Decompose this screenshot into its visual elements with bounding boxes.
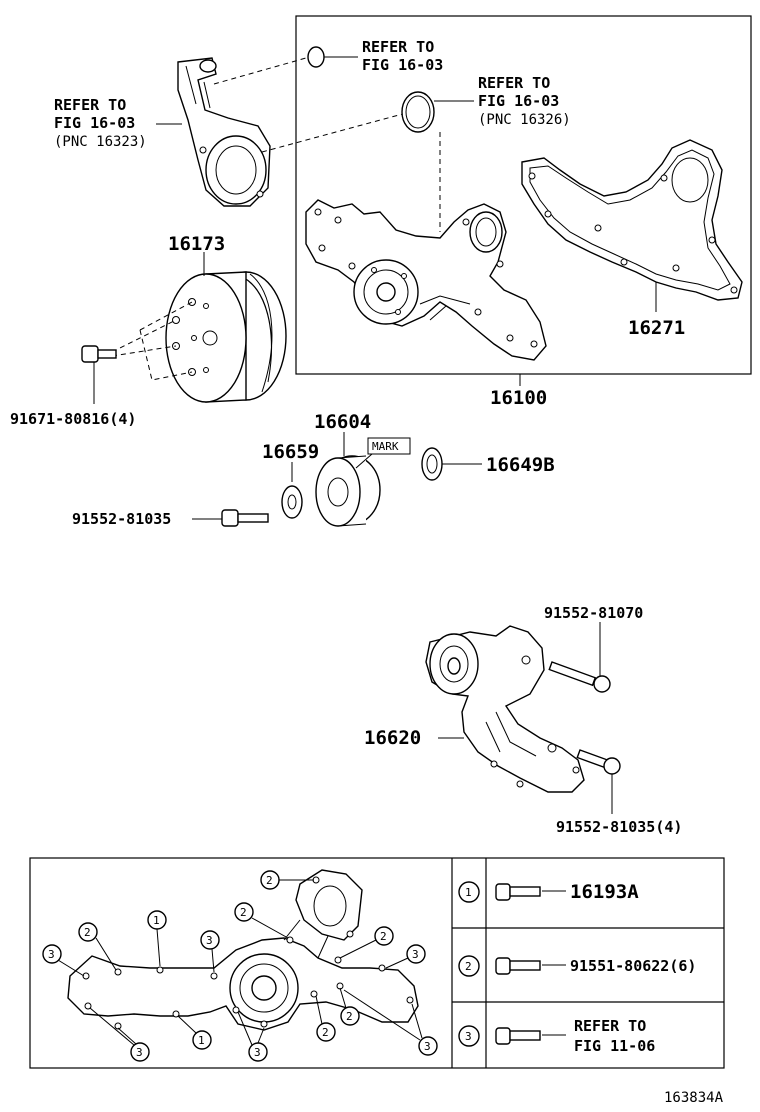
callout-1-top: 1	[147, 910, 167, 967]
refer-label-large-oring-1: REFER TO	[478, 74, 550, 92]
tensioner-bolt-top-part-number: 91552-81070	[544, 604, 643, 622]
svg-text:1: 1	[465, 886, 472, 899]
refer-label-outlet-1: REFER TO	[54, 96, 126, 114]
svg-text:3: 3	[412, 948, 419, 961]
svg-text:2: 2	[266, 874, 273, 887]
idler-cover-plate	[421, 447, 443, 481]
svg-text:2: 2	[322, 1026, 329, 1039]
belt-tensioner	[425, 625, 585, 793]
idler-pulley	[315, 455, 381, 527]
o-ring-large	[401, 91, 435, 133]
idler-part-number: 16604	[314, 411, 371, 433]
o-ring-small	[307, 46, 325, 68]
callout-2-mid: 2	[234, 902, 289, 939]
callout-2-center: 2	[315, 995, 336, 1042]
svg-text:3: 3	[136, 1046, 143, 1059]
callout-2-left: 2	[78, 922, 117, 971]
tensioner-bolt-bottom	[576, 749, 621, 775]
legend-row-3: 3 REFER TO FIG 11-06	[458, 1017, 655, 1055]
refer-label-large-oring-3: (PNC 16326)	[478, 112, 571, 128]
svg-text:1: 1	[198, 1034, 205, 1047]
idler-bolt	[221, 509, 269, 527]
callout-3-center-top: 3	[200, 930, 220, 973]
tensioner-part-number: 16620	[364, 727, 421, 749]
refer-label-small-oring-2: FIG 16-03	[362, 56, 443, 74]
pulley-bolt-part-number: 91671-80816(4)	[10, 410, 136, 428]
callout-2-right-mid: 2	[339, 987, 360, 1026]
pulley-part-number: 16173	[168, 233, 225, 255]
spacer-washer	[281, 485, 303, 519]
pump-pulley	[165, 271, 287, 403]
refer-label-outlet-3: (PNC 16323)	[54, 134, 147, 150]
svg-text:3: 3	[206, 934, 213, 947]
callout-2-top: 2	[260, 870, 314, 890]
refer-label-large-oring-2: FIG 16-03	[478, 92, 559, 110]
callout-1-bottom: 1	[177, 1015, 212, 1050]
callout-3-bottom-left: 3	[89, 1007, 150, 1062]
legend-row-1-part: 16193A	[570, 881, 639, 903]
mark-tag	[367, 437, 411, 455]
pump-gasket	[521, 139, 743, 301]
svg-text:2: 2	[84, 926, 91, 939]
svg-text:3: 3	[465, 1030, 472, 1043]
gasket-part-number: 16271	[628, 317, 685, 339]
idler-bolt-part-number: 91552-81035	[72, 510, 171, 528]
pump-assembly-part-number: 16100	[490, 387, 547, 409]
legend-row-2-part: 91551-80622(6)	[570, 957, 696, 975]
svg-text:3: 3	[48, 948, 55, 961]
callout-3-right-top: 3	[385, 944, 426, 969]
callout-3-left: 3	[42, 944, 85, 977]
cover-plate-part-number: 16649B	[486, 454, 555, 476]
bolt-location-pump-outline	[67, 869, 419, 1031]
refer-label-outlet-2: FIG 16-03	[54, 114, 135, 132]
figure-id: 163834A	[664, 1090, 724, 1106]
svg-text:2: 2	[380, 930, 387, 943]
bolt-location-frame	[29, 857, 725, 1069]
pulley-bolt	[81, 345, 117, 363]
callout-2-right-top: 2	[339, 926, 394, 959]
legend-row-3-line-2: FIG 11-06	[574, 1037, 655, 1055]
pump-assembly-frame	[295, 15, 752, 375]
callout-3-bottom-center: 3	[237, 1011, 268, 1062]
legend-row-3-line-1: REFER TO	[574, 1017, 646, 1035]
svg-text:3: 3	[424, 1040, 431, 1053]
callout-3-right-bottom: 3	[343, 989, 438, 1056]
legend-row-2: 2 91551-80622(6)	[458, 955, 696, 977]
water-outlet-housing	[177, 57, 271, 207]
legend-row-1: 1 16193A	[458, 881, 639, 903]
mark-tag-text: MARK	[372, 440, 399, 453]
svg-text:3: 3	[254, 1046, 261, 1059]
svg-text:2: 2	[240, 906, 247, 919]
tensioner-bolt-top	[548, 661, 611, 693]
water-pump-body	[305, 199, 547, 361]
svg-text:1: 1	[153, 914, 160, 927]
spacer-part-number: 16659	[262, 441, 319, 463]
tensioner-bolt-bottom-part-number: 91552-81035(4)	[556, 818, 682, 836]
refer-label-small-oring-1: REFER TO	[362, 38, 434, 56]
svg-text:2: 2	[346, 1010, 353, 1023]
svg-text:2: 2	[465, 960, 472, 973]
